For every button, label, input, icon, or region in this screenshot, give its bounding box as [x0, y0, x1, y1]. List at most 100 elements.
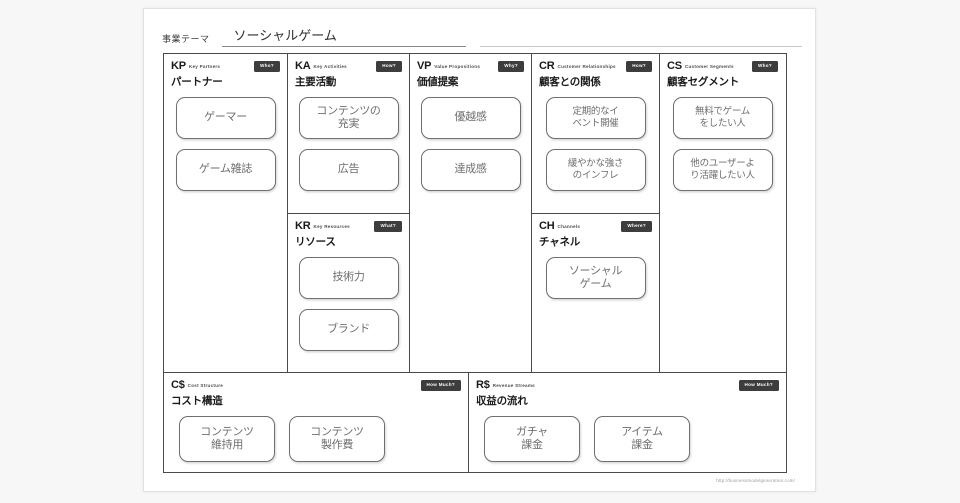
sticky-card-text: 他のユーザーよ り活躍したい人	[690, 158, 755, 181]
sticky-card[interactable]: コンテンツ 維持用	[179, 416, 275, 462]
sticky-card-text: 達成感	[454, 163, 487, 176]
sticky-card-text: 無料でゲーム をしたい人	[695, 106, 750, 129]
sticky-card-text: コンテンツ 維持用	[200, 425, 254, 451]
question-badge[interactable]: Who?	[254, 61, 280, 72]
canvas-bottom-row: C$ Cost Structure コスト構造 How Much? コンテンツ …	[164, 372, 786, 472]
sticky-card-list: ゲーマー ゲーム雑誌	[171, 97, 280, 191]
canvas-sheet: 事業テーマ ソーシャルゲーム KP Key Partners パートナー Who…	[143, 8, 816, 492]
block-japanese-name: 顧客セグメント	[667, 76, 740, 88]
block-code: VP	[417, 60, 432, 72]
block-english-name: Value Propositions	[434, 64, 481, 69]
canvas-top-row: KP Key Partners パートナー Who? ゲーマー ゲーム雑誌	[164, 54, 786, 372]
block-english-name: Key Activities	[313, 64, 347, 69]
sticky-card-text: ソーシャル ゲーム	[568, 264, 623, 290]
sticky-card[interactable]: 他のユーザーよ り活躍したい人	[672, 149, 773, 191]
question-badge[interactable]: How Much?	[738, 380, 779, 391]
question-badge[interactable]: How Much?	[420, 380, 461, 391]
block-english-name: Customer Segments	[684, 64, 734, 69]
sticky-card[interactable]: 緩やかな強さ のインフレ	[545, 149, 646, 191]
business-model-canvas: KP Key Partners パートナー Who? ゲーマー ゲーム雑誌	[163, 53, 787, 473]
block-header: CS Customer Segments 顧客セグメント Who?	[667, 61, 778, 89]
block-header: CH Channels チャネル Where?	[539, 221, 652, 249]
sticky-card-list: 定期的なイ ベント開催 緩やかな強さ のインフレ	[539, 97, 652, 191]
sticky-card-text: ゲーマー	[204, 111, 247, 124]
sticky-card-text: 定期的なイ ベント開催	[572, 106, 619, 129]
sticky-card[interactable]: 無料でゲーム をしたい人	[672, 97, 773, 139]
block-japanese-name: 顧客との関係	[539, 76, 601, 88]
sticky-card[interactable]: 広告	[298, 149, 399, 191]
sticky-card-text: 優越感	[454, 111, 487, 124]
block-header: KR Key Resources リソース What?	[295, 221, 402, 249]
block-value-propositions[interactable]: VP Value Propositions 価値提案 Why? 優越感 達成感	[410, 54, 532, 372]
sticky-card[interactable]: ゲーム雑誌	[175, 149, 276, 191]
sticky-card[interactable]: 技術力	[298, 257, 399, 299]
block-key-activities[interactable]: KA Key Activities 主要活動 How? コンテンツの 充実	[288, 54, 409, 214]
sticky-card[interactable]: コンテンツの 充実	[298, 97, 399, 139]
block-english-name: Cost Structure	[187, 383, 224, 388]
block-header: KA Key Activities 主要活動 How?	[295, 61, 402, 89]
block-customer-relationships[interactable]: CR Customer Relationships 顧客との関係 How? 定期…	[532, 54, 659, 214]
question-badge[interactable]: How?	[626, 61, 652, 72]
sticky-card[interactable]: ゲーマー	[175, 97, 276, 139]
block-english-name: Key Partners	[188, 64, 221, 69]
question-badge[interactable]: Where?	[621, 221, 652, 232]
sticky-card-list: ガチャ 課金 アイテム 課金	[476, 416, 779, 462]
sticky-card-text: 緩やかな強さ のインフレ	[567, 158, 624, 181]
sticky-card[interactable]: コンテンツ 製作費	[289, 416, 385, 462]
block-code: KA	[295, 60, 311, 72]
sticky-card[interactable]: 優越感	[420, 97, 521, 139]
sticky-card-list: 無料でゲーム をしたい人 他のユーザーよ り活躍したい人	[667, 97, 778, 191]
sticky-card[interactable]: ソーシャル ゲーム	[545, 257, 646, 299]
sticky-card[interactable]: 達成感	[420, 149, 521, 191]
sticky-card[interactable]: ブランド	[298, 309, 399, 351]
block-code: CS	[667, 60, 682, 72]
block-header: R$ Revenue Streams 収益の流れ How Much?	[476, 380, 779, 408]
sticky-card-text: ガチャ 課金	[516, 425, 548, 451]
block-english-name: Revenue Streams	[492, 383, 535, 388]
block-revenue-streams[interactable]: R$ Revenue Streams 収益の流れ How Much? ガチャ 課…	[469, 373, 786, 472]
block-channels[interactable]: CH Channels チャネル Where? ソーシャル ゲーム	[532, 214, 659, 372]
question-badge[interactable]: What?	[374, 221, 402, 232]
block-header: KP Key Partners パートナー Who?	[171, 61, 280, 89]
block-cost-structure[interactable]: C$ Cost Structure コスト構造 How Much? コンテンツ …	[164, 373, 469, 472]
sticky-card-list: コンテンツの 充実 広告	[295, 97, 402, 191]
question-badge[interactable]: Why?	[498, 61, 524, 72]
business-theme-label: 事業テーマ	[162, 34, 210, 44]
sticky-card-list: ソーシャル ゲーム	[539, 257, 652, 299]
sticky-card-text: 広告	[337, 163, 360, 176]
block-code: KP	[171, 60, 186, 72]
sticky-card-list: コンテンツ 維持用 コンテンツ 製作費	[171, 416, 461, 462]
block-code: CR	[539, 60, 555, 72]
question-badge[interactable]: Who?	[752, 61, 778, 72]
block-japanese-name: 価値提案	[417, 76, 459, 88]
column-relationships-channels: CR Customer Relationships 顧客との関係 How? 定期…	[532, 54, 660, 372]
block-code: R$	[476, 379, 490, 391]
sticky-card[interactable]: 定期的なイ ベント開催	[545, 97, 646, 139]
sticky-card[interactable]: アイテム 課金	[594, 416, 690, 462]
sticky-card[interactable]: ガチャ 課金	[484, 416, 580, 462]
block-japanese-name: リソース	[295, 236, 336, 248]
sticky-card-list: 優越感 達成感	[417, 97, 524, 191]
block-key-partners[interactable]: KP Key Partners パートナー Who? ゲーマー ゲーム雑誌	[164, 54, 288, 372]
block-code: KR	[295, 220, 311, 232]
block-japanese-name: チャネル	[539, 236, 581, 248]
block-english-name: Key Resources	[313, 224, 350, 229]
business-theme-value: ソーシャルゲーム	[233, 28, 337, 43]
sticky-card-text: コンテンツ 製作費	[310, 425, 364, 451]
question-badge[interactable]: How?	[376, 61, 402, 72]
block-code: CH	[539, 220, 555, 232]
column-activities-resources: KA Key Activities 主要活動 How? コンテンツの 充実	[288, 54, 410, 372]
business-theme-row: 事業テーマ ソーシャルゲーム	[162, 25, 802, 47]
sticky-card-text: 技術力	[332, 271, 365, 284]
sticky-card-text: コンテンツの 充実	[316, 104, 381, 130]
block-japanese-name: コスト構造	[171, 395, 223, 407]
block-code: C$	[171, 379, 185, 391]
block-header: CR Customer Relationships 顧客との関係 How?	[539, 61, 652, 89]
sticky-card-text: ゲーム雑誌	[198, 163, 253, 176]
block-key-resources[interactable]: KR Key Resources リソース What? 技術力 ブランド	[288, 214, 409, 372]
footer-url[interactable]: http://businessmodelgeneration.com/	[716, 478, 795, 483]
block-header: C$ Cost Structure コスト構造 How Much?	[171, 380, 461, 408]
block-japanese-name: 主要活動	[295, 76, 337, 88]
business-theme-field[interactable]: ソーシャルゲーム	[221, 25, 466, 47]
block-customer-segments[interactable]: CS Customer Segments 顧客セグメント Who? 無料でゲーム…	[660, 54, 785, 372]
